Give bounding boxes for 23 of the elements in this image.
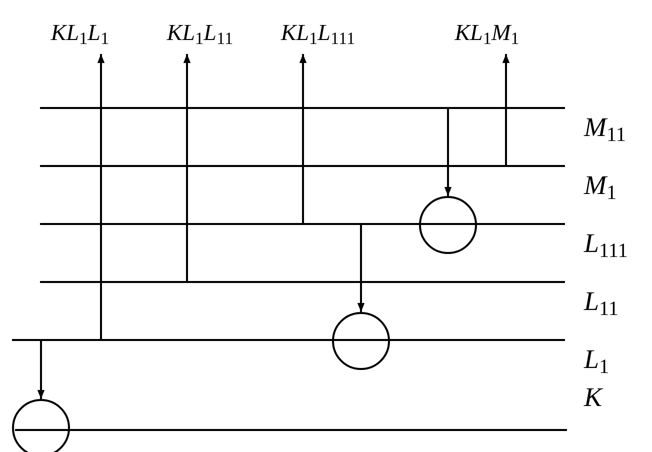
horizontal-line	[12, 339, 565, 341]
line-label: L$_{1}$	[584, 346, 610, 373]
arrow	[37, 340, 45, 399]
horizontal-line	[15, 429, 567, 431]
arrow	[444, 108, 452, 196]
line-label: M$_{1}$	[584, 172, 617, 199]
line-label: K	[584, 384, 602, 411]
signal-label: KL$_{1}$L$_{11}$	[166, 20, 234, 44]
line-label: L$_{11}$	[584, 288, 619, 315]
line-label: M$_{11}$	[584, 114, 626, 141]
line-label: L$_{111}$	[584, 230, 628, 257]
signal-label: KL$_{1}$M$_{1}$	[454, 20, 520, 44]
arrow	[357, 224, 365, 312]
arrow	[97, 54, 105, 340]
arrow	[299, 54, 307, 224]
signal-label: KL$_{1}$L$_{111}$	[280, 20, 356, 44]
horizontal-line	[40, 107, 565, 109]
arrow	[502, 54, 510, 166]
horizontal-line	[40, 281, 565, 283]
arrow	[183, 54, 191, 282]
horizontal-line	[40, 165, 565, 167]
signal-label: KL$_{1}$L$_{1}$	[50, 20, 110, 44]
horizontal-line	[40, 223, 565, 225]
